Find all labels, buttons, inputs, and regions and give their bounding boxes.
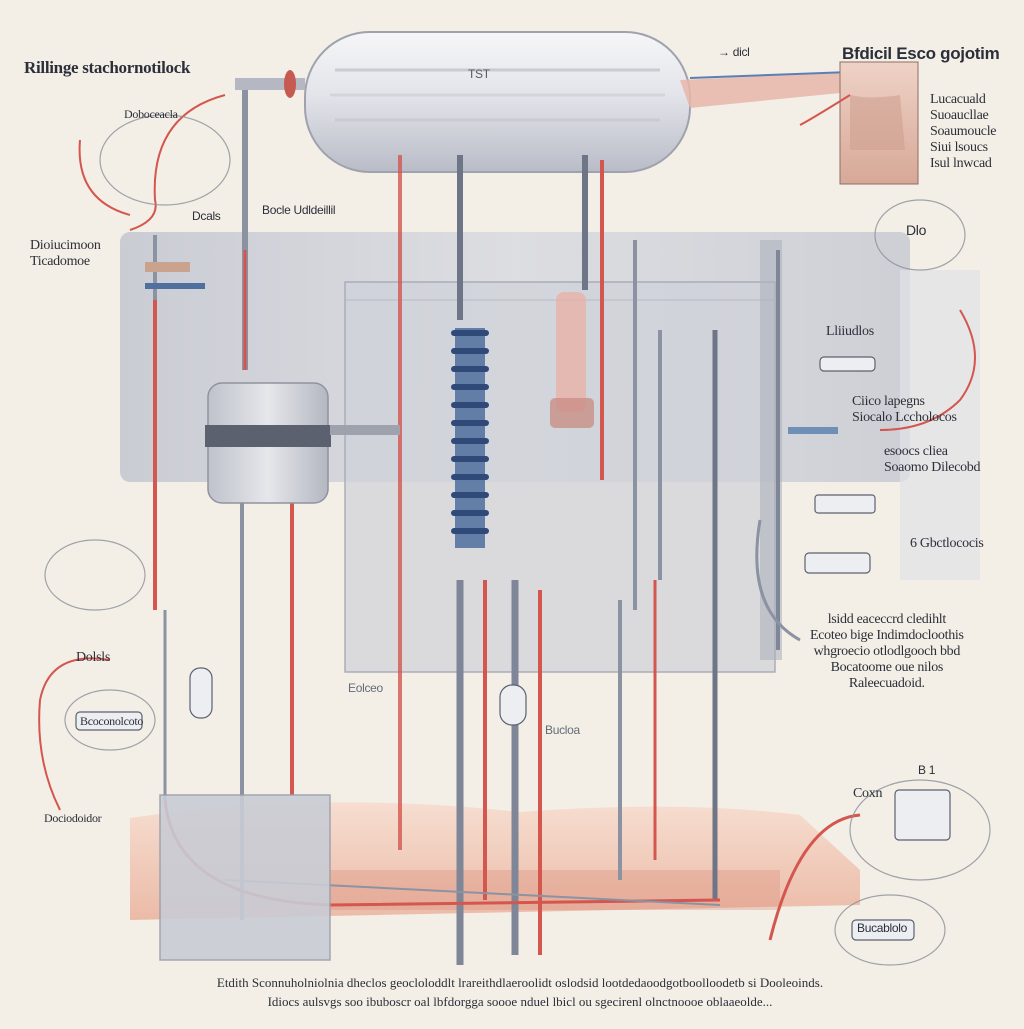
coil-ring — [451, 366, 489, 372]
connectors — [145, 262, 838, 434]
coil-ring — [451, 384, 489, 390]
center-valve — [550, 292, 594, 428]
label-left-g: Dociodoidor — [44, 811, 102, 825]
label-center-small-a: Eolceo — [348, 681, 383, 695]
label-pipe-small: Bocle Udldeillil — [262, 203, 336, 217]
heat-exchanger-coil — [451, 328, 489, 548]
label-center-small-b: Bucloa — [545, 723, 580, 737]
coil-ring — [451, 510, 489, 516]
coil-ring — [451, 348, 489, 354]
label-right-box-bottom: Bucablolo — [857, 921, 908, 935]
label-left-f: Bcoconolcoto — [80, 714, 144, 728]
coil-ring — [451, 330, 489, 336]
label-top-right-block: Lucacuald Suoaucllae Soaumoucle Siui lso… — [930, 92, 997, 172]
label-right-box: Dlo — [906, 222, 927, 238]
label-tank: TST — [468, 67, 490, 81]
pipes — [153, 90, 801, 965]
coil-ring — [451, 528, 489, 534]
top-right-unit — [839, 61, 919, 185]
label-right-i: B 1 — [918, 763, 936, 777]
coil-ring — [451, 474, 489, 480]
label-right-h: Coxn — [853, 786, 883, 801]
label-top-right-title: Bfdicil Esco gojotim — [842, 44, 1000, 63]
label-top-left: Rillinge stachornotilock — [24, 58, 191, 77]
coil-ring — [451, 420, 489, 426]
bottom-left-box — [159, 794, 331, 961]
label-right-block-a: Ciico lapegns Siocalo Lccholocos — [852, 394, 957, 426]
left-cylinder — [205, 382, 400, 504]
coil-ring — [451, 402, 489, 408]
label-left-e: Dolsls — [76, 650, 110, 665]
coil-ring — [451, 492, 489, 498]
label-right-block-d: lsidd eaceccrd cledihlt Ecoteo bige Indi… — [810, 612, 964, 692]
small-boxes — [75, 356, 951, 941]
storage-tank — [235, 31, 851, 173]
label-left-mid: Dioiucimoon Ticadomoe — [30, 238, 101, 270]
label-top-arrow: → dicl — [718, 45, 750, 59]
caption-line-2: Idiocs aulsvgs soo ibuboscr oal lbfdorgg… — [267, 994, 773, 1009]
caption-line-1: Etdith Sconnuholniolnia dheclos geoclolo… — [216, 975, 824, 990]
sketch-callouts — [44, 114, 991, 966]
coil-ring — [451, 456, 489, 462]
label-right-block-b: esoocs cliea Soaomo Dilecobd — [884, 444, 981, 476]
label-right-c: 6 Gbctlococis — [910, 536, 984, 551]
label-left-boxes-small: Dcals — [192, 209, 221, 223]
coil-ring — [451, 438, 489, 444]
signal-wires — [38, 94, 976, 941]
label-left-sub-box: Doboceacla — [124, 107, 178, 121]
label-right-mid-small: Lliiudlos — [826, 324, 874, 339]
